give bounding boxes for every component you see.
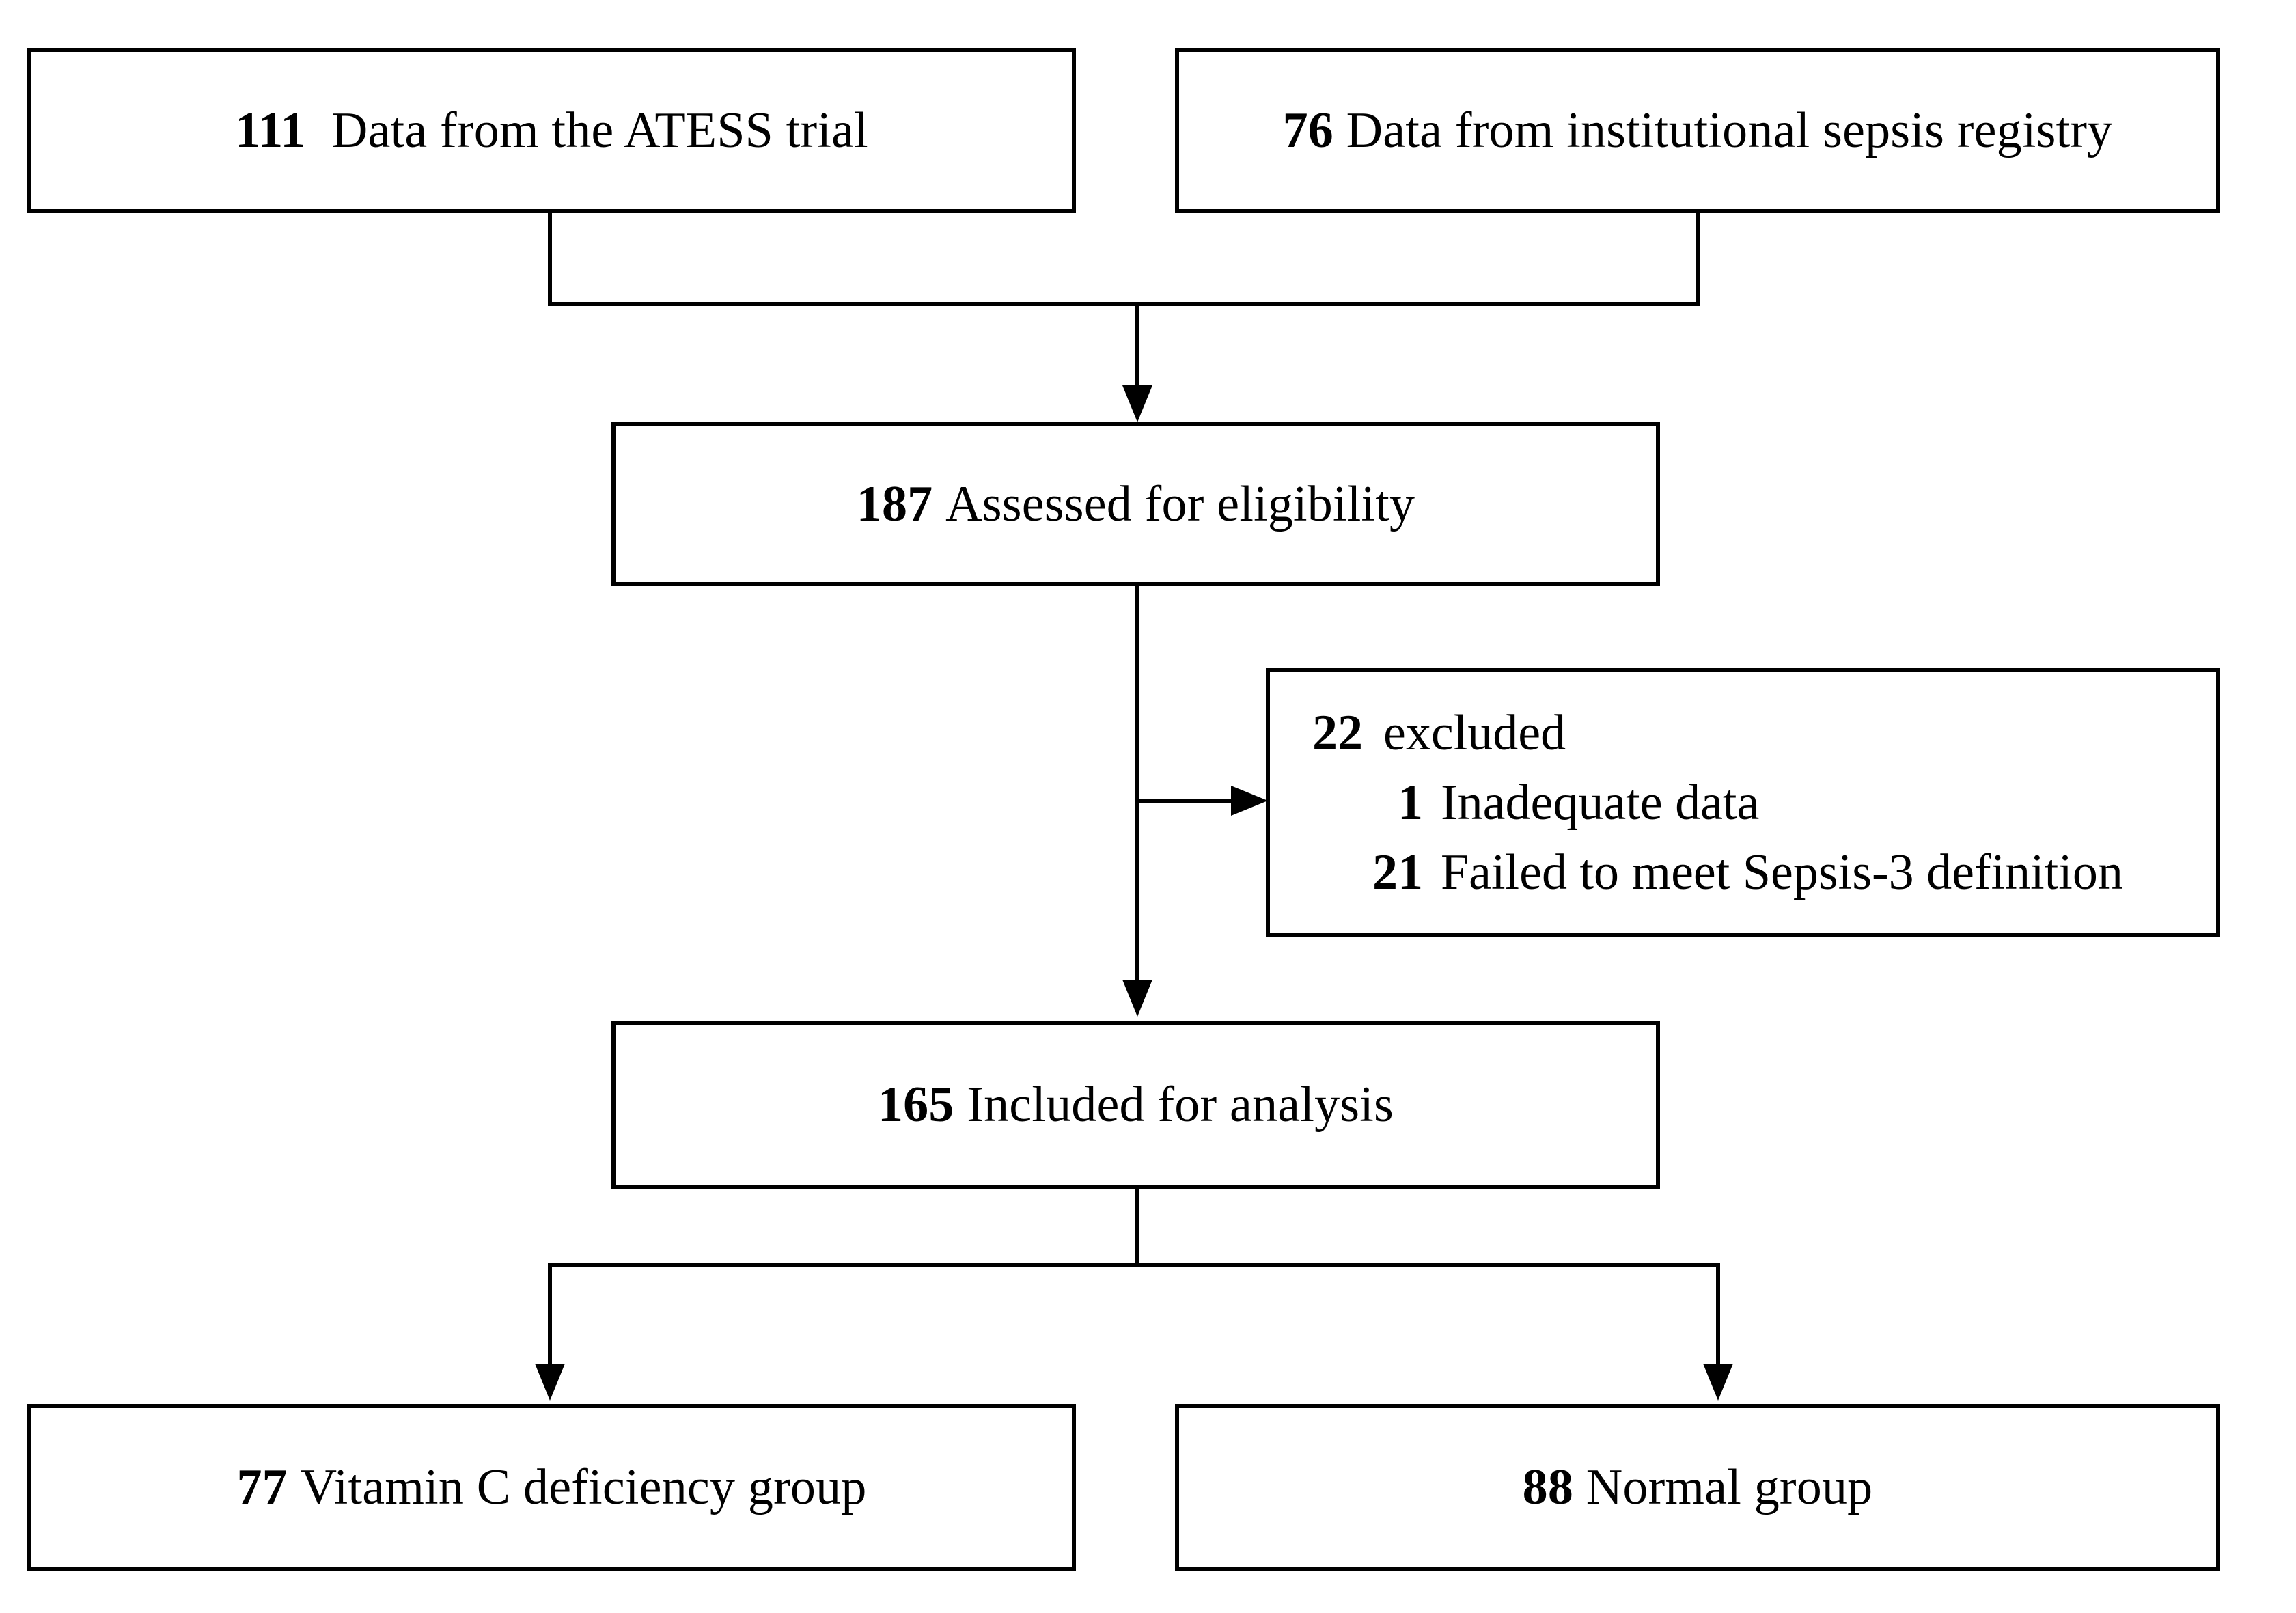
node-group-deficiency-text: 77 Vitamin C deficiency group: [236, 1455, 866, 1520]
arrowhead-assessed-to-included: [1122, 980, 1152, 1017]
arrowhead-split-to-deficiency: [535, 1364, 565, 1401]
excluded-reason-count-1: 1: [1398, 774, 1423, 831]
connector-assessed-to-included: [1135, 583, 1139, 983]
node-group-normal: 88 Normal group: [1175, 1404, 2220, 1571]
node-assessed-for-eligibility: 187 Assessed for eligibility: [611, 422, 1660, 586]
arrowhead-assessed-to-excluded: [1231, 786, 1268, 816]
node-group-deficiency: 77 Vitamin C deficiency group: [27, 1404, 1076, 1571]
excluded-reason-row: 21 Failed to meet Sepsis-3 definition: [1297, 838, 2123, 907]
excluded-reason-label-1: Inadequate data: [1441, 774, 1760, 831]
node-source-registry-text: 76 Data from institutional sepsis regist…: [1283, 98, 2113, 163]
excluded-summary-line: 22 excluded: [1297, 698, 2123, 768]
connector-split-left: [548, 1263, 552, 1367]
node-group-normal-label: Normal group: [1586, 1459, 1873, 1516]
node-group-deficiency-label: Vitamin C deficiency group: [300, 1459, 867, 1516]
arrowhead-merge-to-assessed: [1122, 385, 1152, 422]
node-assessed-label: Assessed for eligibility: [945, 475, 1415, 532]
arrowhead-split-to-normal: [1703, 1364, 1733, 1401]
node-source-trial: 111 Data from the ATESS trial: [27, 48, 1076, 213]
connector-assessed-to-excluded: [1135, 799, 1239, 803]
connector-trial-down: [548, 210, 552, 306]
node-source-registry-label: Data from institutional sepsis registry: [1346, 102, 2113, 158]
node-excluded: 22 excluded 1 Inadequate data 21 Failed to …: [1266, 668, 2220, 937]
node-excluded-count: 22: [1312, 704, 1363, 761]
node-source-registry: 76 Data from institutional sepsis regist…: [1175, 48, 2220, 213]
connector-merge-bar: [548, 302, 1700, 306]
excluded-reason-count-2: 21: [1372, 844, 1423, 901]
node-assessed-text: 187 Assessed for eligibility: [857, 471, 1415, 537]
excluded-reason-label-2: Failed to meet Sepsis-3 definition: [1441, 844, 2123, 901]
node-source-trial-label: Data from the ATESS trial: [331, 102, 868, 158]
excluded-reason-row: 1 Inadequate data: [1297, 768, 2123, 838]
node-source-trial-text: 111 Data from the ATESS trial: [235, 98, 868, 163]
node-excluded-list: 22 excluded 1 Inadequate data 21 Failed to …: [1270, 698, 2123, 907]
node-group-deficiency-count: 77: [236, 1459, 288, 1516]
node-included-count: 165: [877, 1077, 954, 1133]
connector-registry-down: [1696, 210, 1700, 306]
connector-included-down: [1135, 1186, 1139, 1267]
connector-split-bar: [548, 1263, 1720, 1267]
connector-merge-to-assessed: [1135, 302, 1139, 391]
node-included-for-analysis: 165 Included for analysis: [611, 1021, 1660, 1189]
node-group-normal-text: 88 Normal group: [1523, 1455, 1873, 1520]
node-group-normal-count: 88: [1522, 1459, 1574, 1516]
node-excluded-label: excluded: [1383, 704, 1566, 761]
node-assessed-count: 187: [856, 475, 933, 532]
node-source-trial-count: 111: [235, 102, 306, 158]
node-included-label: Included for analysis: [967, 1077, 1394, 1133]
node-source-registry-count: 76: [1282, 102, 1333, 158]
connector-split-right: [1716, 1263, 1720, 1367]
node-included-text: 165 Included for analysis: [878, 1072, 1394, 1138]
